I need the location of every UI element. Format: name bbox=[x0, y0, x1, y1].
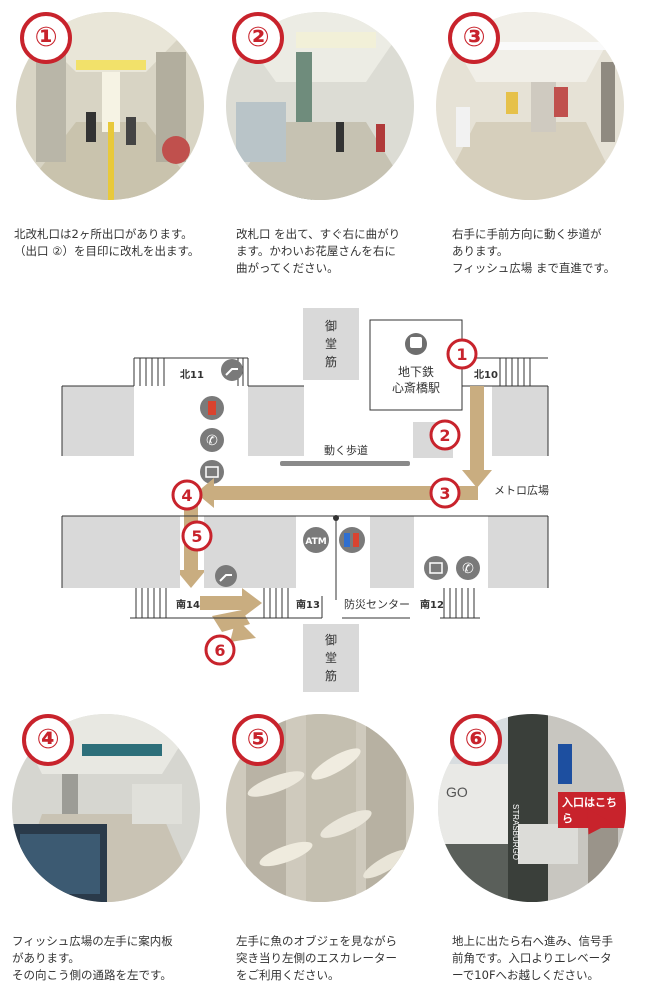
caption-step-2: 改札口 を出て、すぐ右に曲がり ます。かわいお花屋さんを右に 曲がってください。 bbox=[236, 227, 401, 275]
map-marker-1: 1 bbox=[446, 338, 478, 370]
block bbox=[488, 516, 548, 588]
phone-icon-2 bbox=[456, 556, 480, 580]
svg-text:1: 1 bbox=[456, 345, 467, 364]
caption-step-1: 北改札口は2ヶ所出口があります。 （出口 ②）を目印に改札を出ます。 bbox=[14, 227, 200, 258]
block bbox=[62, 516, 180, 588]
caption-step-6: 地上に出たら右へ進み、信号手 前角です。入口よりエレベータ ーで10Fへお越しく… bbox=[452, 934, 613, 982]
restroom-icon-2 bbox=[339, 527, 365, 553]
block bbox=[248, 386, 304, 456]
station-line-1: 地下鉄 bbox=[398, 364, 434, 379]
moving-walkway bbox=[280, 461, 410, 466]
street-block-top bbox=[303, 308, 359, 380]
exit-s14-label: 南14 bbox=[176, 598, 200, 611]
route-map: 北11 北10 地下鉄 心斎橋駅 御 堂 筋 ✆ 動く歩道 bbox=[61, 308, 549, 692]
svg-text:6: 6 bbox=[214, 641, 225, 660]
svg-text:3: 3 bbox=[439, 484, 450, 503]
step-5-badge: ⑤ bbox=[232, 714, 284, 766]
caption-step-5: 左手に魚のオブジェを見ながら 突き当り左側のエスカレーター をご利用ください。 bbox=[236, 934, 397, 982]
svg-text:5: 5 bbox=[191, 527, 202, 546]
step-1-badge: ① bbox=[20, 12, 72, 64]
atm-icon bbox=[303, 527, 329, 553]
block bbox=[62, 386, 134, 456]
exit-n11-label: 北11 bbox=[180, 368, 204, 381]
block bbox=[492, 386, 548, 456]
street-label-bottom-2: 堂 bbox=[325, 651, 337, 665]
caption-step-3: 右手に手前方向に動く歩道が あります。 フィッシュ広場 まで直進です。 bbox=[452, 227, 616, 275]
moving-walkway-label: 動く歩道 bbox=[324, 443, 368, 457]
phone-icon bbox=[200, 428, 224, 452]
photo-step-2 bbox=[226, 12, 414, 200]
station-line-2: 心斎橋駅 bbox=[392, 380, 440, 395]
metro-plaza-label: メトロ広場 bbox=[494, 484, 549, 497]
svg-text:✆: ✆ bbox=[462, 561, 474, 577]
block bbox=[370, 516, 414, 588]
exit-s12-label: 南12 bbox=[420, 598, 444, 611]
exit-n10-label: 北10 bbox=[474, 368, 498, 381]
building-sign-text: STRASBURGO bbox=[511, 804, 520, 861]
storefront-text: GO bbox=[446, 784, 468, 800]
street-label-top-1: 御 bbox=[325, 318, 337, 333]
entrance-sign: 入口はこちら bbox=[558, 792, 626, 828]
street-label-bottom-1: 御 bbox=[325, 632, 337, 647]
street-label-top-2: 堂 bbox=[325, 337, 337, 351]
stairs-s12 bbox=[443, 588, 475, 618]
map-marker-2: 2 bbox=[429, 419, 461, 451]
step-3-badge: ③ bbox=[448, 12, 500, 64]
street-block-bottom bbox=[303, 624, 359, 692]
photo-step-1 bbox=[16, 12, 204, 200]
svg-text:4: 4 bbox=[181, 486, 192, 505]
map-marker-5: 5 bbox=[181, 520, 213, 552]
caption-step-4: フィッシュ広場の左手に案内板 があります。 その向こう側の通路を左です。 bbox=[12, 934, 173, 982]
coin-locker-icon bbox=[200, 460, 224, 484]
svg-text:✆: ✆ bbox=[206, 433, 218, 449]
street-label-bottom-3: 筋 bbox=[325, 668, 337, 683]
svg-text:2: 2 bbox=[439, 426, 450, 445]
exit-s13-label: 南13 bbox=[296, 598, 320, 611]
stairs-s14 bbox=[135, 588, 167, 618]
map-marker-3: 3 bbox=[429, 477, 461, 509]
route-path bbox=[176, 386, 492, 642]
step-2-badge: ② bbox=[232, 12, 284, 64]
map-marker-6: 6 bbox=[204, 634, 236, 666]
coin-locker-icon-2 bbox=[424, 556, 448, 580]
map-marker-4: 4 bbox=[171, 479, 203, 511]
disaster-center-label: 防災センター bbox=[344, 597, 410, 611]
stairs-n10 bbox=[499, 358, 531, 386]
step-4-badge: ④ bbox=[22, 714, 74, 766]
stairs-s13 bbox=[263, 588, 289, 618]
street-label-top-3: 筋 bbox=[325, 354, 337, 369]
atm-label: ATM bbox=[305, 537, 326, 547]
step-6-badge: ⑥ bbox=[450, 714, 502, 766]
